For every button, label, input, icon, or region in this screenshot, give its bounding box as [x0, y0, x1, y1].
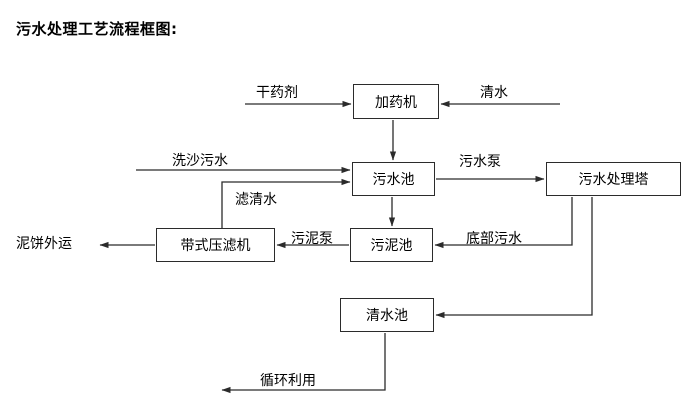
edge-treatment-tower-to-sludge-pool — [434, 197, 573, 249]
terminal-mud-cake-export: 泥饼外运 — [16, 236, 72, 252]
edge-label-clean-water-input: 清水 — [480, 85, 508, 101]
edge-clear-water-pool-to-recycle-use — [221, 333, 386, 394]
edge-label-bottom-sewage: 底部污水 — [466, 231, 522, 247]
edge-label-sewage-pump: 污水泵 — [459, 154, 501, 170]
node-label: 污水处理塔 — [578, 172, 649, 188]
node-sludge-pool[interactable]: 污泥池 — [350, 228, 433, 262]
node-clear-water-pool[interactable]: 清水池 — [340, 298, 434, 332]
edge-treatment-tower-to-clear-water-pool — [435, 197, 593, 319]
page-title: 污水处理工艺流程框图: — [16, 20, 178, 38]
node-dosing-machine[interactable]: 加药机 — [353, 84, 439, 119]
edge-label-filtered-water: 滤清水 — [235, 192, 277, 208]
node-label: 清水池 — [366, 308, 408, 324]
edge-label-sludge-pump: 污泥泵 — [291, 231, 333, 247]
node-belt-filter-press[interactable]: 带式压滤机 — [156, 228, 275, 262]
node-label: 污水池 — [372, 172, 415, 188]
edge-label-dry-chemical: 干药剂 — [256, 85, 298, 101]
node-treatment-tower[interactable]: 污水处理塔 — [546, 162, 681, 196]
node-label: 加药机 — [375, 94, 417, 111]
node-sewage-pool[interactable]: 污水池 — [352, 162, 435, 196]
edge-label-recycle-use: 循环利用 — [260, 373, 316, 389]
edge-label-sand-wash-sewage: 洗沙污水 — [172, 153, 228, 169]
edge-belt-filter-press-to-sewage-pool — [221, 178, 351, 228]
node-label: 污泥池 — [370, 238, 413, 254]
node-label: 带式压滤机 — [180, 238, 251, 254]
